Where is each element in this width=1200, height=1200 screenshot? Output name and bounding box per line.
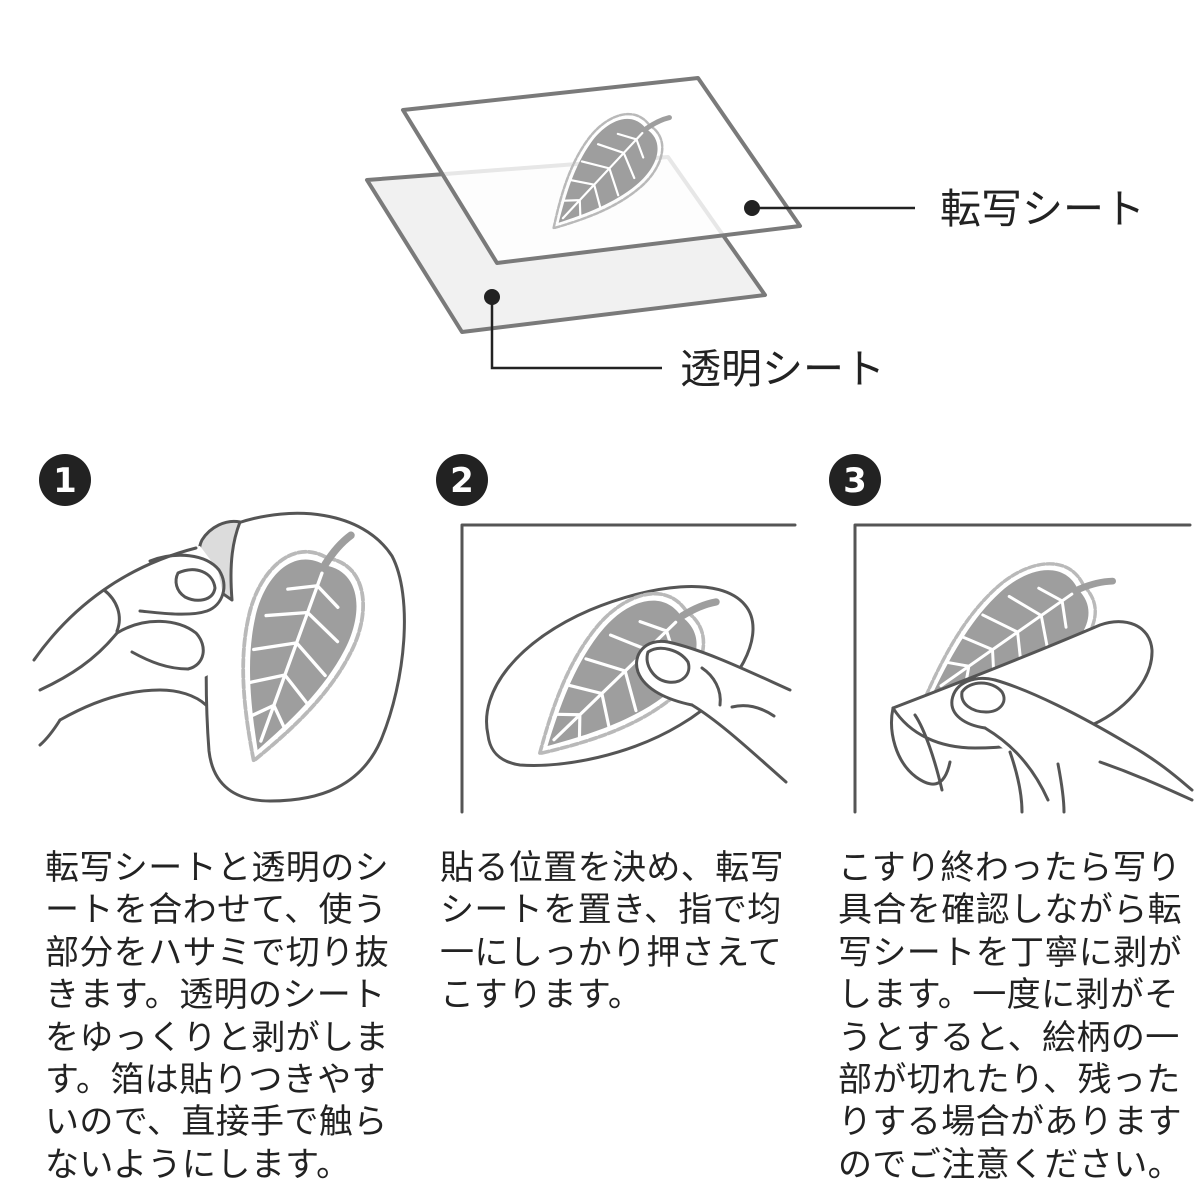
sheet-underside-curl [890, 706, 952, 786]
step-3-text-line: こすり終わったら写り [838, 848, 1182, 888]
step-1-number-badge [39, 454, 91, 506]
step-2-number: 2 [450, 461, 474, 501]
thumb-tip [950, 676, 997, 730]
step-3-instruction: こすり終わったら写り 具合を確認しながら転 写シートを丁寧に剥が します。一度に… [838, 847, 1196, 1186]
finger-knuckle-line [730, 704, 776, 718]
thumb-top-contour [993, 678, 1194, 792]
step-3-text-line: 部が切れたり、残った [838, 1059, 1181, 1100]
fingernail [645, 646, 691, 684]
hand-fill [30, 546, 224, 745]
step-3-text-line: りする場合があります [838, 1102, 1182, 1143]
step-1-text-line: きます。透明のシート [45, 975, 386, 1016]
step-1-text-line: ートを合わせて、使う [45, 890, 388, 931]
knuckle-crease [102, 588, 121, 633]
step-3-illustration: 3 [829, 454, 1194, 814]
finger-line-1 [1008, 750, 1024, 814]
step-3-hand-icon [913, 676, 1194, 814]
step-3-text-line: うとすると、絵柄の一 [838, 1017, 1180, 1058]
step-3-text-line: 具合を確認しながら転 [838, 890, 1182, 931]
step-2-text-line: こすります。 [440, 975, 643, 1016]
index-finger-behind [913, 713, 944, 792]
finger-crease [700, 666, 722, 707]
sheet-diagram: 転写シート 透明シート [365, 76, 1145, 393]
step-3-text-line: 写シートを丁寧に剥が [838, 932, 1182, 973]
clear-sheet-leader-line [490, 297, 662, 370]
step-2-text-line: シートを置き、指で均 [440, 890, 782, 931]
finger-bottom-contour [690, 703, 788, 784]
step-1-text-line: ないようにします。 [45, 1144, 351, 1185]
thumbnail [960, 681, 1006, 714]
step-1-text-line: 転写シートと透明のシ [45, 848, 389, 888]
step-3-text-line: のでご注意ください。 [838, 1144, 1182, 1185]
palm-bottom [38, 718, 62, 747]
step-2-finger-icon [635, 639, 792, 785]
hand-fill [952, 678, 1194, 812]
middle-finger [58, 688, 208, 722]
step-2-text-line: 一にしっかり押さえて [440, 932, 783, 973]
step-1-number: 1 [53, 461, 77, 501]
hand-lower-contour [1098, 760, 1194, 802]
finger-crease [130, 650, 190, 671]
transfer-sheet-label: 転写シート [940, 185, 1145, 233]
clear-sheet-label: 透明シート [680, 345, 885, 393]
step-2-instruction: 貼る位置を決め、転写 シートを置き、指で均 一にしっかり押さえて こすります。 [440, 847, 798, 1017]
step-2-surface-frame [460, 523, 797, 814]
step-3-surface-frame [853, 523, 1192, 814]
step-1-text-line: 部分をハサミで切り抜 [45, 932, 389, 973]
step-2-text-line: 貼る位置を決め、転写 [440, 848, 784, 888]
step-2-illustration: 2 [436, 454, 797, 814]
finger-line-2 [1056, 762, 1066, 814]
thumb-outline [138, 553, 226, 616]
step-1-instruction: 転写シートと透明のシ ートを合わせて、使う 部分をハサミで切り抜 きます。透明の… [45, 847, 403, 1186]
thumbnail [174, 568, 217, 602]
finger-top-contour [635, 639, 792, 707]
step-3-number: 3 [843, 461, 867, 501]
step-3-text-line: します。一度に剥がそ [838, 975, 1179, 1016]
step-1-illustration: 1 [30, 454, 406, 803]
step-1-text-line: をゆっくりと剥がしま [45, 1017, 389, 1058]
step-1-hand-icon [30, 546, 226, 747]
step-2-number-badge [436, 454, 488, 506]
index-finger-base [38, 631, 119, 692]
step-1-text-line: いので、直接手で触ら [45, 1102, 388, 1143]
thumb-underside [983, 726, 1050, 802]
index-finger [115, 619, 205, 671]
step-1-text-line: す。箔は貼りつきやす [45, 1059, 386, 1100]
step-3-number-badge [829, 454, 881, 506]
